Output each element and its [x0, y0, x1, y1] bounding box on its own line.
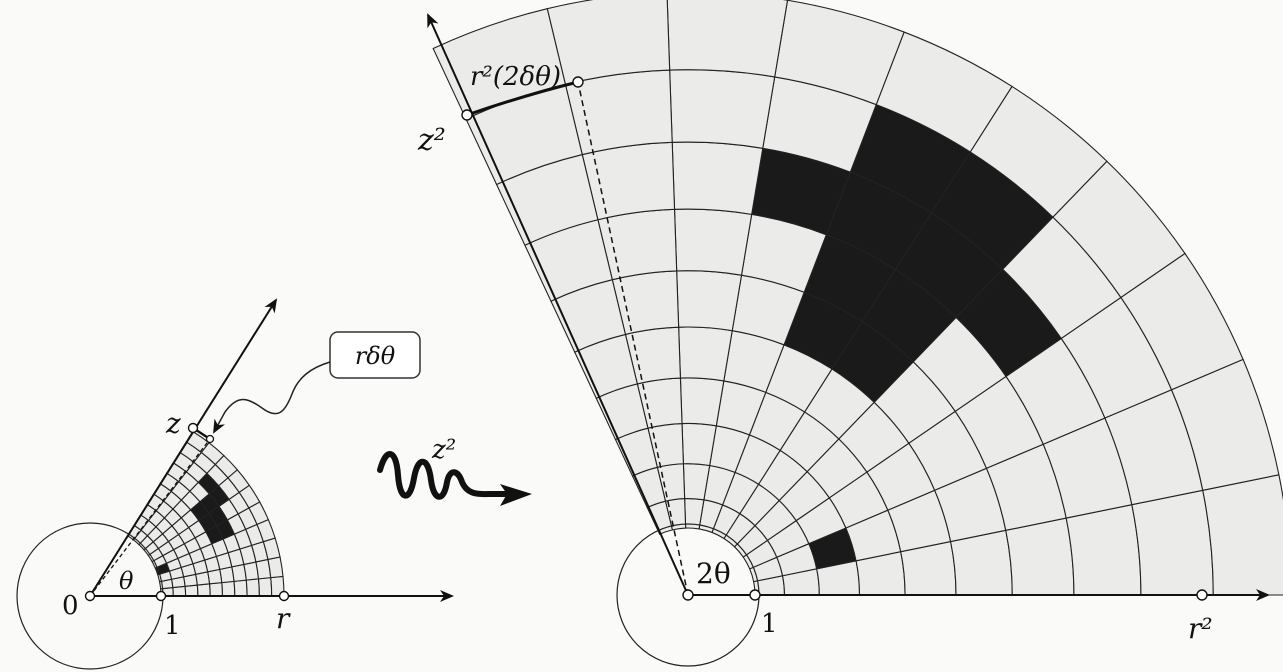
left-one-point [155, 590, 167, 602]
right-grid-cell [678, 326, 733, 382]
right-grid-cell [1202, 474, 1283, 596]
left-origin-label: 0 [62, 591, 79, 621]
right-arc-end-point [572, 76, 584, 88]
left-ray-arrow [89, 298, 278, 597]
left-sector-grid [126, 430, 285, 597]
right-grid-cell [1131, 489, 1214, 596]
left-grid-cell [221, 580, 236, 597]
right-two-theta-label: 2θ [696, 557, 731, 590]
right-grid-cell [1065, 504, 1142, 596]
right-z2-label: z² [417, 123, 446, 158]
squiggle-arrow-head [500, 484, 532, 506]
left-dashed-ray [89, 438, 211, 597]
left-r-point [278, 590, 290, 602]
right-dashed-ray [577, 81, 689, 596]
callout-label: rδθ [355, 342, 396, 370]
squiggle-arrow-body [377, 451, 508, 500]
right-grid-cell [669, 69, 776, 149]
right-sector-grid [432, 0, 1283, 596]
right-arc-label: r²(2δθ) [470, 62, 561, 92]
right-polar-grid-diagram: z² r²(2δθ) 2θ 1 r² [417, 0, 1283, 667]
left-grid-cell [196, 583, 211, 597]
right-one-label: 1 [761, 609, 778, 639]
right-one-point [749, 589, 761, 601]
right-origin-point [682, 589, 694, 601]
left-z-point [187, 422, 199, 434]
left-arc-end-point [205, 434, 215, 444]
left-origin-point [84, 590, 96, 602]
mapping-arrow: z² [377, 435, 532, 506]
callout-box [329, 331, 421, 379]
right-grid-cell [673, 208, 753, 276]
right-r2-point [1196, 589, 1208, 601]
left-grid-cell [245, 578, 260, 597]
right-grid-cell [1005, 517, 1075, 596]
right-grid-cell [679, 377, 725, 427]
left-grid-cell [208, 582, 224, 597]
right-grid-cell [671, 141, 764, 216]
right-r2-label: r² [1188, 612, 1213, 645]
right-z2-point [461, 109, 473, 121]
right-grid-cell [581, 141, 676, 221]
right-grid-cell [666, 0, 789, 78]
left-grid-cell [233, 579, 248, 597]
left-grid-cell [184, 584, 199, 597]
left-grid-cell [257, 577, 273, 597]
callout-pointer-arrow [213, 361, 331, 434]
left-polar-grid-diagram: 0 1 r z θ rδθ [16, 298, 454, 670]
left-r-label: r [276, 602, 291, 635]
right-arc-segment [466, 80, 579, 117]
right-grid-cell [676, 270, 743, 332]
left-theta-label: θ [119, 567, 134, 595]
left-one-label: 1 [164, 611, 181, 641]
left-grid-cell [267, 556, 284, 579]
right-grid-cell [681, 422, 717, 467]
map-label: z² [431, 435, 456, 465]
left-z-label: z [165, 407, 181, 440]
